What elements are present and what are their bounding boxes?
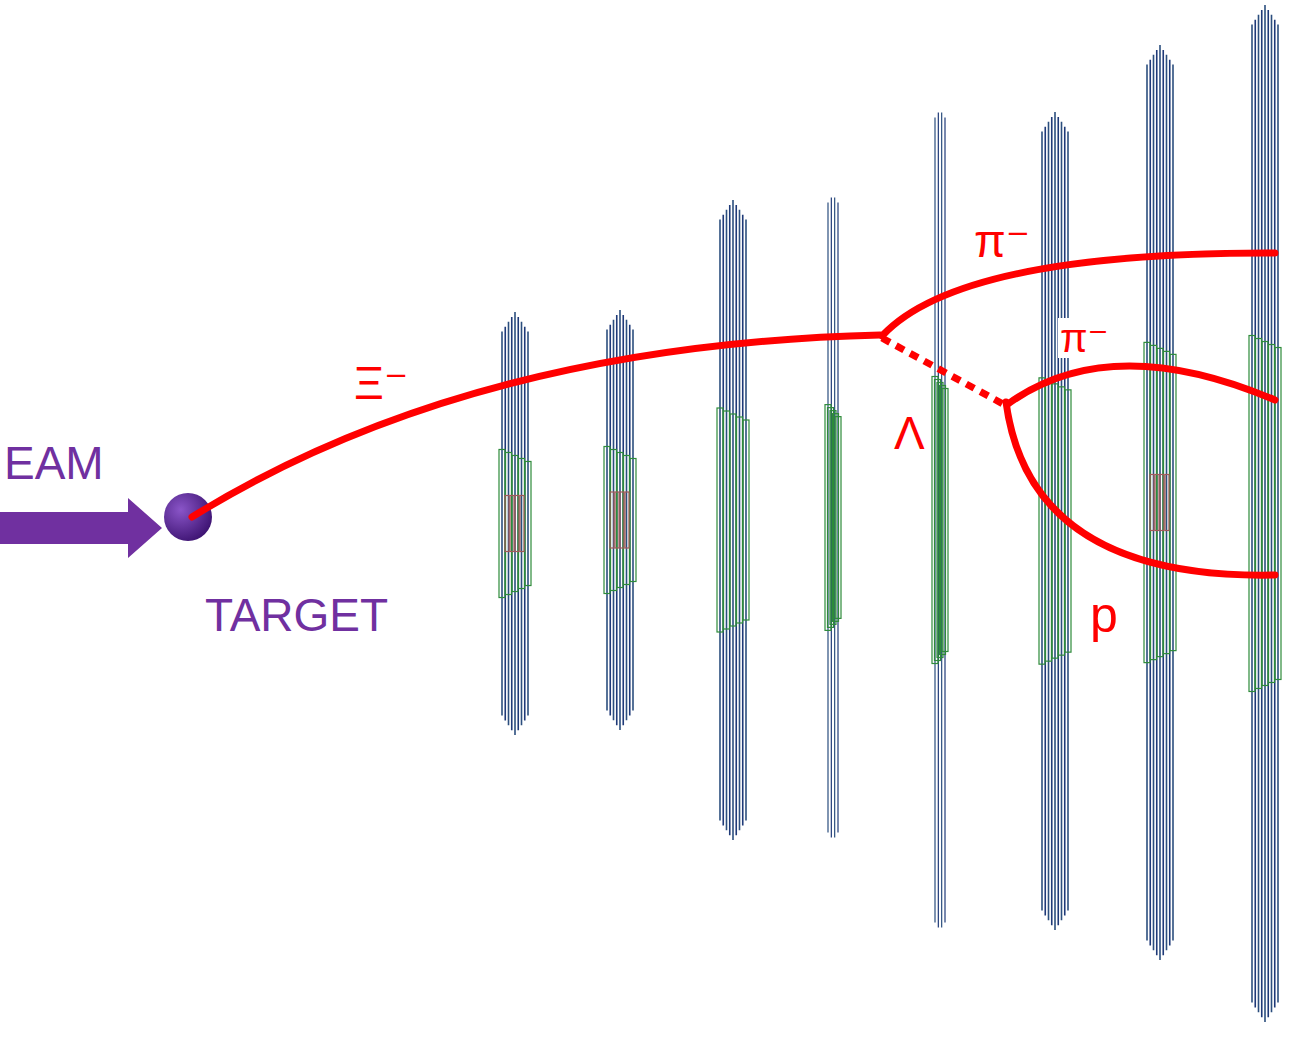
lambda-track xyxy=(882,338,1003,404)
pion-track xyxy=(1008,366,1275,404)
beam-label: EAM xyxy=(2,440,106,486)
detector-plane xyxy=(1144,45,1176,960)
detector-plane xyxy=(825,198,841,838)
target-label: TARGET xyxy=(203,592,390,638)
particle-label: Λ xyxy=(892,410,927,456)
xi-track xyxy=(192,335,880,517)
detector-plane xyxy=(604,310,636,730)
target-sphere xyxy=(164,493,212,541)
beam-arrow xyxy=(0,498,162,558)
tracking-planes xyxy=(499,5,1281,1022)
detector-plane xyxy=(717,200,749,840)
detector-plane xyxy=(932,113,948,928)
particle-label: π⁻ xyxy=(972,218,1032,264)
particle-label: Ξ⁻ xyxy=(352,360,410,406)
proton-track xyxy=(1006,402,1275,575)
particle-label: p xyxy=(1088,590,1120,640)
detector-plane xyxy=(499,312,531,735)
particle-label: π⁻ xyxy=(1058,318,1111,358)
detector-plane xyxy=(1249,5,1281,1022)
